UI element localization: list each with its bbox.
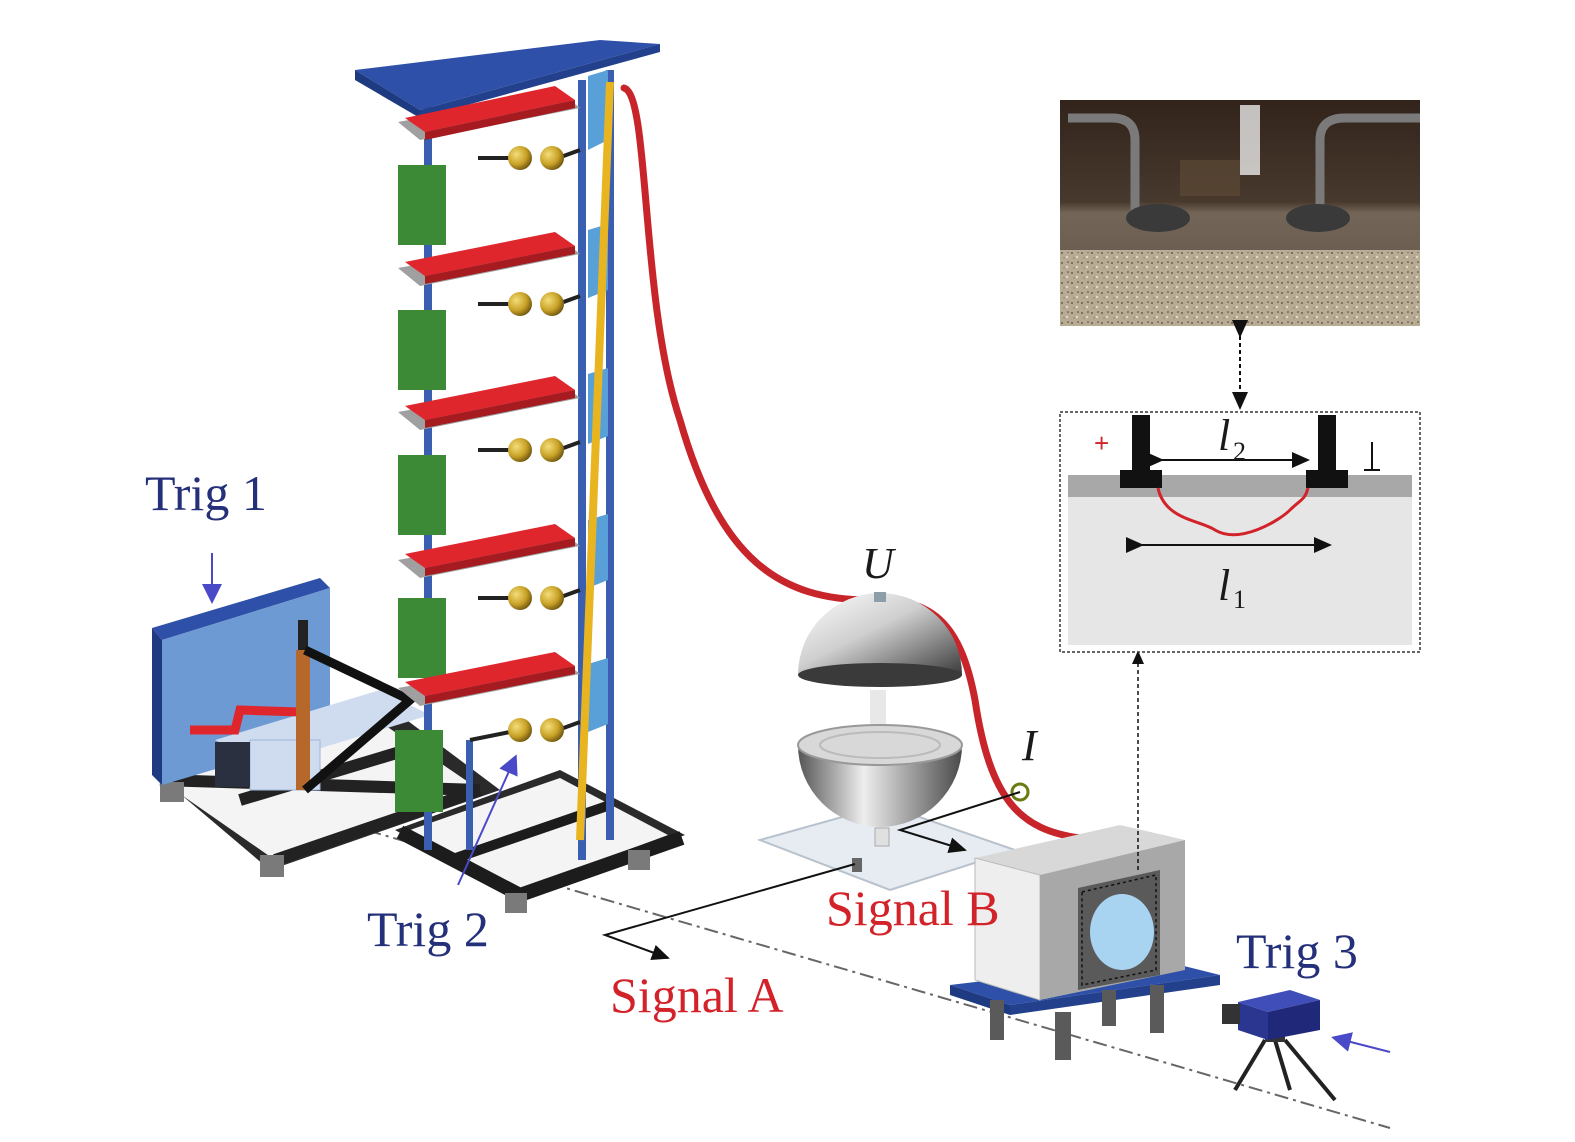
trig2-label: Trig 2	[367, 901, 489, 957]
signal-b-wire	[896, 791, 1021, 853]
signal-b-label: Signal B	[826, 880, 1000, 936]
test-chamber	[950, 825, 1220, 1060]
l1-symbol: l	[1218, 561, 1230, 610]
specimen-photo	[1060, 100, 1420, 326]
charging-resistor-column	[576, 81, 614, 841]
sphere-gap	[756, 592, 1019, 892]
trig1-label: Trig 1	[145, 465, 267, 521]
trigger-unit	[152, 578, 500, 877]
voltage-u-label: U	[862, 539, 897, 588]
marx-stage-1	[398, 70, 608, 245]
polarity-plus-label: +	[1094, 428, 1109, 458]
l1-subscript: 1	[1233, 585, 1246, 614]
high-speed-camera	[1222, 990, 1337, 1102]
hv-cable	[620, 84, 1084, 842]
current-i-label: I	[1021, 721, 1039, 770]
l2-subscript: 2	[1233, 437, 1246, 466]
electrode-schematic: + l 2 l 1	[1059, 411, 1421, 653]
marx-stage-5	[395, 652, 608, 812]
trig3-arrow	[1331, 1032, 1391, 1053]
signal-a-label: Signal A	[610, 967, 784, 1023]
trig3-label: Trig 3	[1236, 923, 1358, 979]
marx-generator-tower	[355, 40, 685, 913]
ground-axis-line	[159, 769, 1391, 1129]
l2-symbol: l	[1218, 411, 1230, 460]
trig2-arrow	[457, 754, 518, 886]
current-probe-ring	[1010, 782, 1030, 802]
marx-stage-4	[398, 514, 608, 678]
signal-a-wire	[601, 863, 856, 961]
